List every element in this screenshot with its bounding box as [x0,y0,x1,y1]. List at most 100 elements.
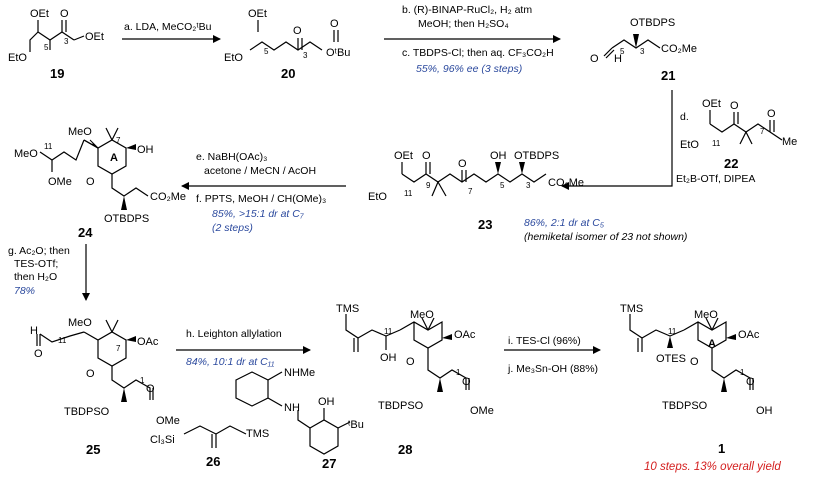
atom-cl3si: Cl₃Si [150,434,175,446]
atom-o: O [146,383,155,395]
locant-3: 3 [640,47,645,56]
atom-tbdpso: TBDPSO [662,400,708,412]
atom-h: H [30,325,38,337]
step-b-line1: b. (R)-BINAP-RuCl₂, H₂ atm [402,4,532,16]
atom-oh: OH [318,396,335,408]
atom-ome: OMe [48,176,72,188]
step-d: d. [680,111,689,123]
atom-oac: OAc [454,329,476,341]
atom-meo: MeO [14,148,38,160]
atom-meo: MeO [694,309,718,321]
locant-11: 11 [44,142,53,151]
atom-oh: OH [380,352,397,364]
atom-tbdpso: TBDPSO [64,406,110,418]
reaction-arrow-d [561,90,673,190]
locant-11: 11 [58,336,67,345]
atom-o: O [690,356,699,368]
compound-label: 1 [718,441,725,456]
locant-7: 7 [468,187,473,196]
atom-ome: OMe [156,415,180,427]
step-j: j. Me₃Sn-OH (88%) [507,363,598,375]
atom-oh: OH [490,150,507,162]
overall-yield: 10 steps. 13% overall yield [644,461,781,473]
step-i: i. TES-Cl (96%) [508,335,581,347]
atom-oac: OAc [738,329,760,341]
compound-label: 23 [478,217,492,232]
compound-label: 28 [398,442,412,457]
step-g-line1: g. Ac₂O; then [8,245,70,257]
compound-23: OEt O O OH OTBDPS CO₂Me EtO 11 9 7 5 3 2… [368,150,584,232]
compound-19: OEt O OEt EtO 5 3 19 [8,8,104,81]
atom-meo: MeO [410,309,434,321]
step-f-yield-1: 85%, >15:1 dr at C₇ [212,208,304,220]
atom-oet: OEt [85,31,104,43]
atom-o: O [730,100,739,112]
atom-oh: OH [137,144,154,156]
compound-label: 19 [50,66,64,81]
locant-1: 1 [140,376,145,385]
step-g-line2: TES-OTf; [14,258,58,270]
atom-o: O [86,368,95,380]
compound-27: NHMe NH OH ᵗBu 27 [235,367,364,471]
locant-11: 11 [384,327,393,336]
locant-11: 11 [404,189,413,198]
step-a: a. LDA, MeCO₂ᵗBu [124,21,212,33]
locant-1: 1 [456,368,461,377]
locant-5: 5 [264,47,269,56]
compound-label: 20 [281,66,295,81]
atom-o: O [462,376,471,388]
compound-label: 26 [206,454,220,469]
atom-nh: NH [284,402,300,414]
atom-o: O [590,53,599,65]
step-h-yield: 84%, 10:1 dr at C₁₁ [186,356,275,368]
compound-label: 24 [78,225,93,240]
compound-26: Cl₃Si TMS 26 [150,425,269,469]
ring-label-a: A [110,152,118,164]
atom-otbdps: OTBDPS [514,150,559,162]
compound-22: OEt O O Me EtO 11 7 22 [680,98,797,171]
atom-tms: TMS [620,303,643,315]
atom-ome: OMe [470,405,494,417]
atom-eto: EtO [224,52,243,64]
atom-o: O [767,108,776,120]
atom-o: O [293,25,302,37]
atom-tbdpso: TBDPSO [378,400,424,412]
atom-o: O [60,8,69,20]
compound-24: MeO OMe MeO OH O CO₂Me OTBDPS A 11 7 24 [14,126,186,240]
locant-11: 11 [712,139,721,148]
compound-25: H O MeO OAc O O OMe TBDPSO 11 7 1 25 [30,317,180,457]
locant-7: 7 [116,136,121,145]
step-d-reagent: Et₂B-OTf, DIPEA [676,173,755,185]
atom-o: O [406,356,415,368]
atom-eto: EtO [680,139,699,151]
atom-o: O [422,150,431,162]
locant-5: 5 [44,43,49,52]
atom-oet: OEt [30,8,49,20]
atom-o: O [458,158,467,170]
atom-h: H [614,53,622,65]
atom-tms: TMS [336,303,359,315]
step-f-yield-2: (2 steps) [212,222,253,234]
atom-co2me: CO₂Me [661,43,697,55]
locant-3: 3 [64,37,69,46]
atom-co2me: CO₂Me [150,191,186,203]
atom-otbdps: OTBDPS [630,17,675,29]
atom-o: O [34,348,43,360]
atom-tbu: ᵗBu [348,419,364,431]
atom-otbu: OᵗBu [326,47,350,59]
atom-nhme: NHMe [284,367,315,379]
step-f: f. PPTS, MeOH / CH(OMe)₃ [196,193,326,205]
atom-oet: OEt [248,8,267,20]
atom-meo: MeO [68,126,92,138]
compound-20: OEt O O OᵗBu EtO 5 3 20 [224,8,350,81]
locant-1: 1 [740,368,745,377]
locant-9: 9 [426,181,431,190]
atom-tms: TMS [246,428,269,440]
atom-eto: EtO [8,52,27,64]
atom-oh: OH [756,405,773,417]
step-h: h. Leighton allylation [186,328,282,340]
locant-7: 7 [760,127,765,136]
step-d-note: (hemiketal isomer of 23 not shown) [524,231,687,243]
atom-me: Me [782,136,797,148]
